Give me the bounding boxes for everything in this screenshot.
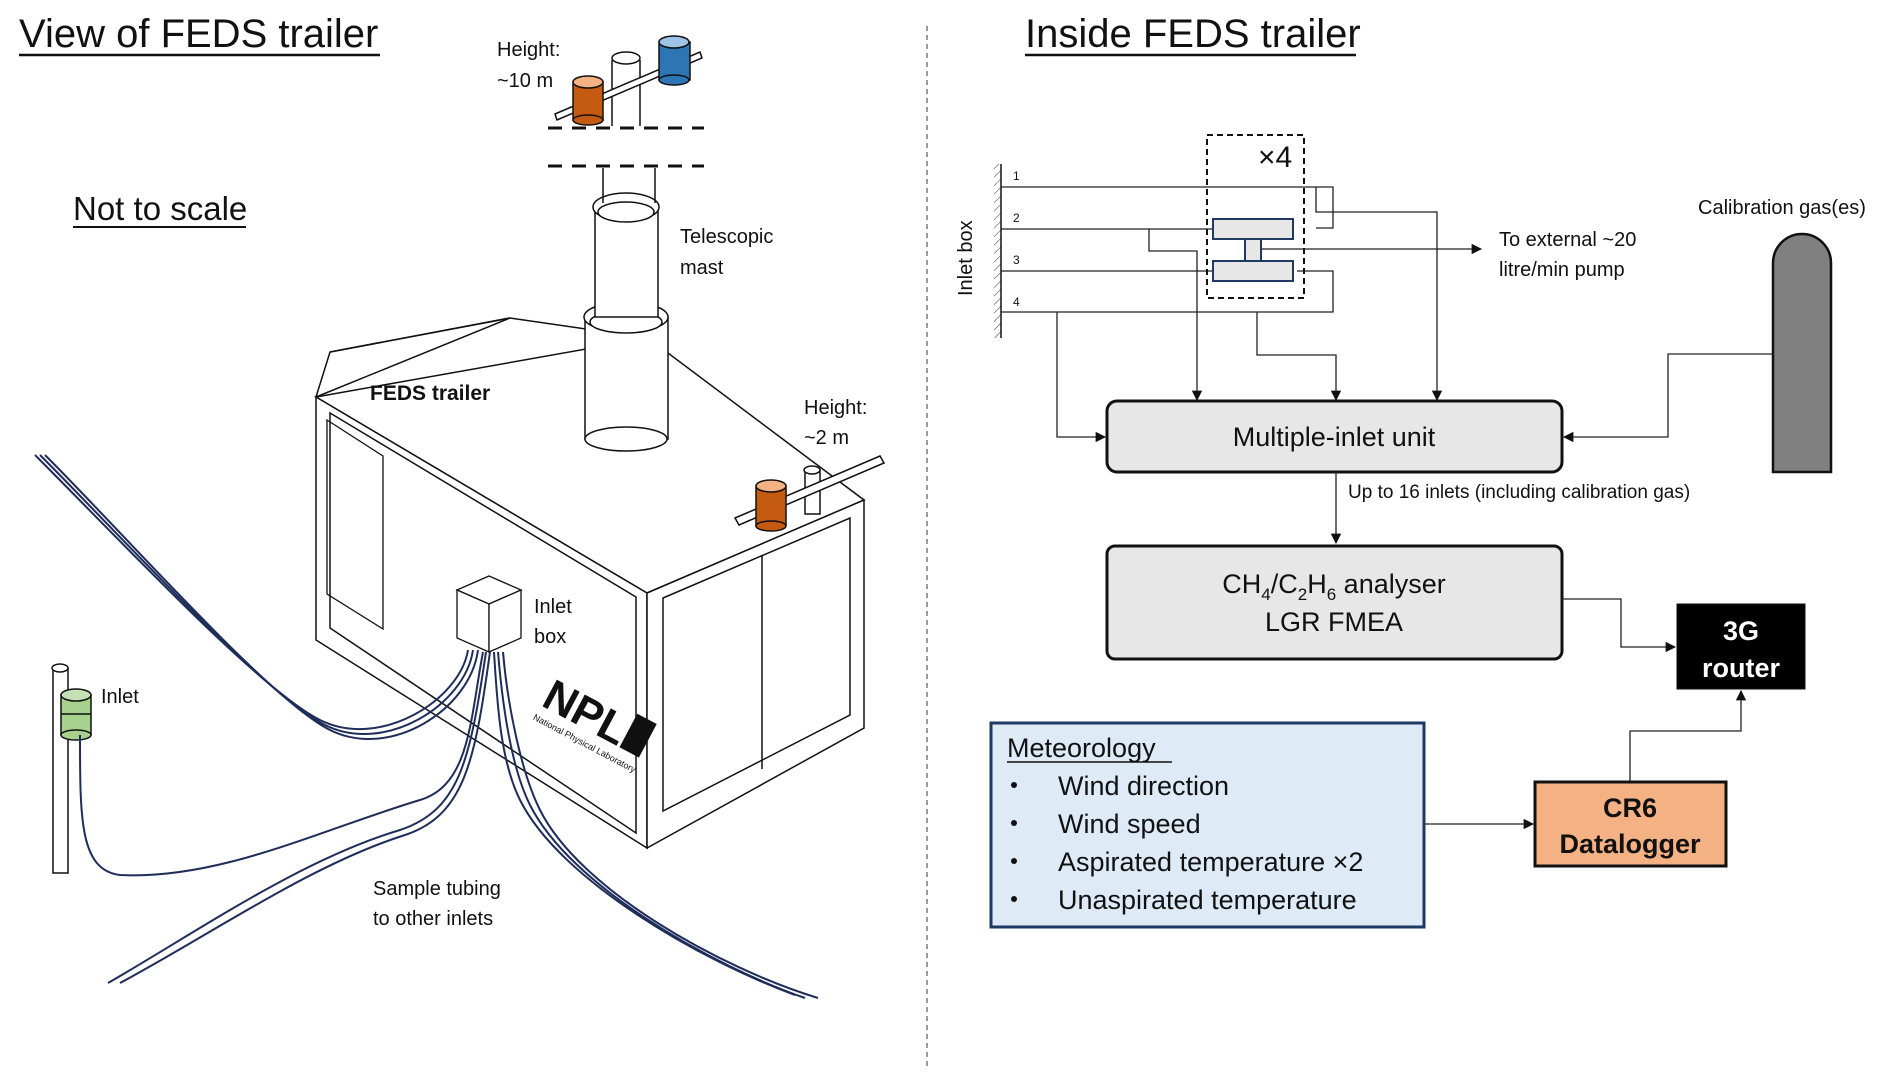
valve-upper	[1212, 218, 1294, 240]
meteorology-title: Meteorology	[1007, 733, 1156, 763]
left-title: View of FEDS trailer	[19, 12, 378, 56]
datalogger-box	[1533, 780, 1728, 868]
trailer-window	[326, 418, 384, 631]
analyser-box	[1105, 544, 1564, 661]
router-label-1: 3G	[1723, 616, 1759, 646]
tubing-label-2: to other inlets	[373, 908, 493, 930]
inlet-number-2: 2	[1013, 211, 1020, 225]
tubing-label-1: Sample tubing	[373, 878, 501, 900]
trailer-side-frame	[329, 411, 637, 835]
valve-connector	[1244, 238, 1262, 262]
valves	[1212, 218, 1294, 282]
npl-logo-emblem	[619, 713, 657, 758]
inlet-number-4: 4	[1013, 295, 1020, 309]
trailer-label: FEDS trailer	[370, 382, 490, 405]
right-title: Inside FEDS trailer	[1025, 12, 1361, 56]
mast-label-2: mast	[680, 257, 724, 279]
analyser-to-router-arrow	[1562, 598, 1677, 653]
meteorology-item: Wind speed	[1058, 809, 1201, 839]
trailer-front-door-frame	[662, 516, 851, 813]
bullet	[1011, 858, 1017, 864]
meteorology-list: Wind direction Wind speed Aspirated temp…	[1011, 771, 1363, 915]
telescopic-mast	[583, 168, 669, 452]
pump-label-1: To external ~20	[1499, 229, 1636, 251]
inlet-flow-lines	[1001, 186, 1483, 443]
datalogger-to-router-arrow	[1629, 689, 1747, 782]
roof-inlets	[733, 455, 886, 532]
roof-height-label-1: Height:	[804, 397, 867, 419]
valve-lower	[1212, 260, 1294, 282]
analyser-model: LGR FMEA	[1265, 607, 1403, 637]
mast-top-height-label-2: ~10 m	[497, 70, 553, 92]
right-panel: Inside FEDS trailer Inlet box 1 2 3 4	[955, 12, 1866, 929]
sample-tubing	[34, 454, 819, 999]
pump-label-2: litre/min pump	[1499, 259, 1625, 281]
inlet-number-1: 1	[1013, 169, 1020, 183]
calibration-cylinder	[1771, 232, 1833, 474]
multi-inlet-unit-label: Multiple-inlet unit	[1233, 422, 1436, 452]
bullet	[1011, 896, 1017, 902]
multiplier-label: ×4	[1258, 141, 1292, 174]
inlet-box-label-1: Inlet	[534, 596, 572, 618]
inlet-box-label-2: box	[534, 626, 566, 648]
inlets-note: Up to 16 inlets (including calibration g…	[1348, 482, 1690, 503]
inlet-label: Inlet	[101, 686, 139, 708]
router-label-2: router	[1702, 653, 1781, 683]
multi-inlet-unit-box	[1105, 399, 1564, 474]
ground-inlet	[51, 663, 92, 874]
analyser-label: CH4/C2H6 analyser	[1222, 569, 1445, 604]
calibration-line	[1562, 353, 1773, 443]
bullet	[1011, 820, 1017, 826]
mast-label-1: Telescopic	[680, 226, 773, 248]
trailer-inlet-box	[455, 575, 523, 653]
meteorology-box	[989, 721, 1426, 929]
calibration-label: Calibration gas(es)	[1698, 197, 1866, 219]
datalogger-label-2: Datalogger	[1559, 829, 1701, 859]
meteorology-item: Unaspirated temperature	[1058, 885, 1357, 915]
inlet-box-wall-label: Inlet box	[955, 220, 977, 296]
inlet-box-wall	[994, 164, 1002, 338]
trailer-front	[646, 498, 865, 850]
left-panel: View of FEDS trailer Not to scale FEDS t…	[19, 12, 886, 999]
meteorology-item: Wind direction	[1058, 771, 1229, 801]
inlet-number-3: 3	[1013, 253, 1020, 267]
datalogger-label-1: CR6	[1603, 793, 1657, 823]
mast-top-height-label-1: Height:	[497, 39, 560, 61]
scale-note: Not to scale	[73, 190, 247, 227]
bullet	[1011, 782, 1017, 788]
meteorology-item: Aspirated temperature ×2	[1058, 847, 1363, 877]
mast-top-inlets	[554, 35, 703, 126]
router-box	[1676, 603, 1806, 690]
roof-height-label-2: ~2 m	[804, 427, 849, 449]
